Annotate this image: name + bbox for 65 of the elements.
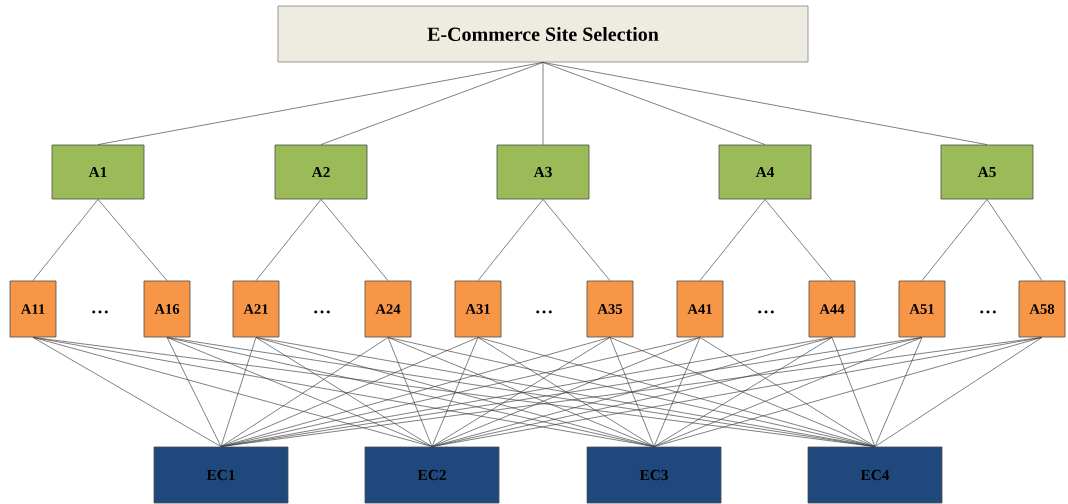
connector-line bbox=[831, 337, 876, 447]
connector-line bbox=[699, 337, 876, 447]
title-box: E-Commerce Site Selection bbox=[277, 5, 809, 63]
connector-line bbox=[542, 62, 988, 145]
connector-line bbox=[387, 337, 433, 447]
connector-line bbox=[653, 337, 1043, 447]
subcriterion-box: A16 bbox=[143, 280, 191, 338]
connector-line bbox=[921, 199, 988, 281]
connector-line bbox=[542, 62, 544, 145]
subcriterion-box: A51 bbox=[898, 280, 946, 338]
subcriterion-box: A24 bbox=[364, 280, 412, 338]
criterion-box: A3 bbox=[496, 144, 590, 200]
connector-line bbox=[387, 337, 655, 447]
connector-line bbox=[653, 337, 833, 447]
connector-line bbox=[166, 337, 433, 447]
connector-line bbox=[32, 337, 222, 447]
connector-line bbox=[653, 337, 701, 447]
connector-line bbox=[764, 199, 833, 281]
connector-line bbox=[874, 337, 1043, 447]
connector-line bbox=[986, 199, 1043, 281]
ellipsis: … bbox=[980, 310, 996, 314]
criterion-box: A4 bbox=[718, 144, 812, 200]
ellipsis: … bbox=[758, 310, 774, 314]
subcriterion-box: A41 bbox=[676, 280, 724, 338]
connector-line bbox=[320, 62, 544, 145]
connector-line bbox=[320, 199, 389, 281]
connector-line bbox=[220, 337, 257, 447]
criterion-box: A2 bbox=[274, 144, 368, 200]
criterion-box: A1 bbox=[51, 144, 145, 200]
ellipsis: … bbox=[536, 310, 552, 314]
connector-line bbox=[609, 337, 655, 447]
subcriterion-box: A58 bbox=[1018, 280, 1066, 338]
connector-line bbox=[542, 199, 611, 281]
connector-line bbox=[477, 199, 544, 281]
connector-line bbox=[97, 199, 168, 281]
connector-line bbox=[477, 337, 876, 447]
connector-line bbox=[431, 337, 701, 447]
connector-line bbox=[220, 337, 611, 447]
connector-line bbox=[431, 337, 479, 447]
ellipsis: … bbox=[314, 310, 330, 314]
connector-line bbox=[32, 337, 433, 447]
connector-line bbox=[477, 337, 655, 447]
connector-line bbox=[431, 337, 611, 447]
connector-line bbox=[874, 337, 923, 447]
connector-line bbox=[699, 199, 766, 281]
connector-line bbox=[255, 199, 322, 281]
subcriterion-box: A44 bbox=[808, 280, 856, 338]
ellipsis: … bbox=[92, 310, 108, 314]
alternative-box: EC2 bbox=[364, 446, 500, 504]
connector-line bbox=[220, 337, 389, 447]
subcriterion-box: A21 bbox=[232, 280, 280, 338]
subcriterion-box: A35 bbox=[586, 280, 634, 338]
connector-line bbox=[255, 337, 655, 447]
connector-line bbox=[97, 62, 544, 145]
alternative-box: EC1 bbox=[153, 446, 289, 504]
subcriterion-box: A31 bbox=[454, 280, 502, 338]
connector-line bbox=[609, 337, 876, 447]
connector-line bbox=[542, 62, 766, 145]
connector-line bbox=[166, 337, 222, 447]
connector-line bbox=[32, 199, 99, 281]
connector-line bbox=[255, 337, 433, 447]
subcriterion-box: A11 bbox=[9, 280, 57, 338]
alternative-box: EC4 bbox=[807, 446, 943, 504]
criterion-box: A5 bbox=[940, 144, 1034, 200]
alternative-box: EC3 bbox=[586, 446, 722, 504]
